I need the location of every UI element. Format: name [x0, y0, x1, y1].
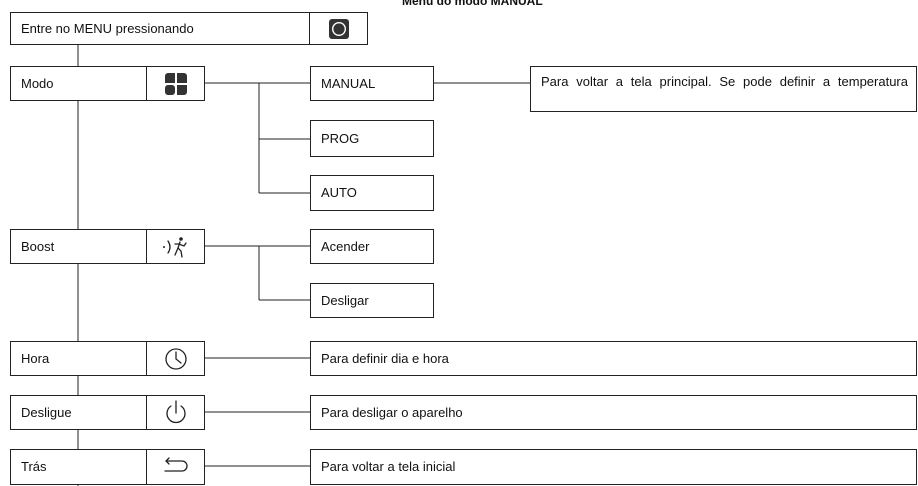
menu-item-modo: Modo: [10, 66, 147, 101]
description-text: Para voltar a tela inicial: [321, 459, 456, 475]
mode-grid-icon: [164, 72, 187, 95]
menu-item-tras: Trás: [10, 449, 147, 485]
option-label: PROG: [321, 130, 360, 146]
description-text: Para desligar o aparelho: [321, 404, 463, 420]
modo-icon-box: [146, 66, 205, 101]
menu-item-label: Trás: [21, 459, 47, 475]
menu-item-label: Boost: [21, 238, 55, 254]
hora-icon-box: [146, 341, 205, 376]
option-desligar: Desligar: [310, 283, 434, 318]
option-label: Desligar: [321, 292, 369, 308]
description-hora: Para definir dia e hora: [310, 341, 917, 376]
option-auto: AUTO: [310, 175, 434, 211]
tras-icon-box: [146, 449, 205, 485]
clock-icon: [164, 347, 187, 370]
option-acender: Acender: [310, 229, 434, 264]
menu-item-label: Desligue: [21, 404, 72, 420]
description-manual: Para voltar a tela principal. Se pode de…: [530, 66, 917, 112]
description-tras: Para voltar a tela inicial: [310, 449, 917, 485]
menu-item-label: Modo: [21, 75, 54, 91]
menu-item-hora: Hora: [10, 341, 147, 376]
entry-label: Entre no MENU pressionando: [21, 20, 194, 36]
option-label: MANUAL: [321, 75, 376, 91]
option-prog: PROG: [310, 120, 434, 157]
entry-box: Entre no MENU pressionando: [10, 12, 310, 45]
boost-icon: [162, 236, 187, 258]
option-manual: MANUAL: [310, 66, 434, 101]
option-label: Acender: [321, 238, 370, 254]
desligue-icon-box: [146, 395, 205, 430]
menu-item-desligue: Desligue: [10, 395, 147, 430]
boost-icon-box: [146, 229, 205, 264]
diagram-title: Menu do modo MANUAL: [402, 0, 543, 8]
option-label: AUTO: [321, 185, 357, 201]
circle-button-icon: [328, 18, 349, 39]
menu-item-boost: Boost: [10, 229, 147, 264]
description-text: Para voltar a tela principal. Se pode de…: [541, 74, 908, 89]
description-desligue: Para desligar o aparelho: [310, 395, 917, 430]
description-text: Para definir dia e hora: [321, 350, 449, 366]
power-icon: [165, 399, 186, 423]
entry-icon-box: [309, 12, 368, 45]
menu-item-label: Hora: [21, 350, 50, 366]
back-arrow-icon: [163, 457, 188, 472]
